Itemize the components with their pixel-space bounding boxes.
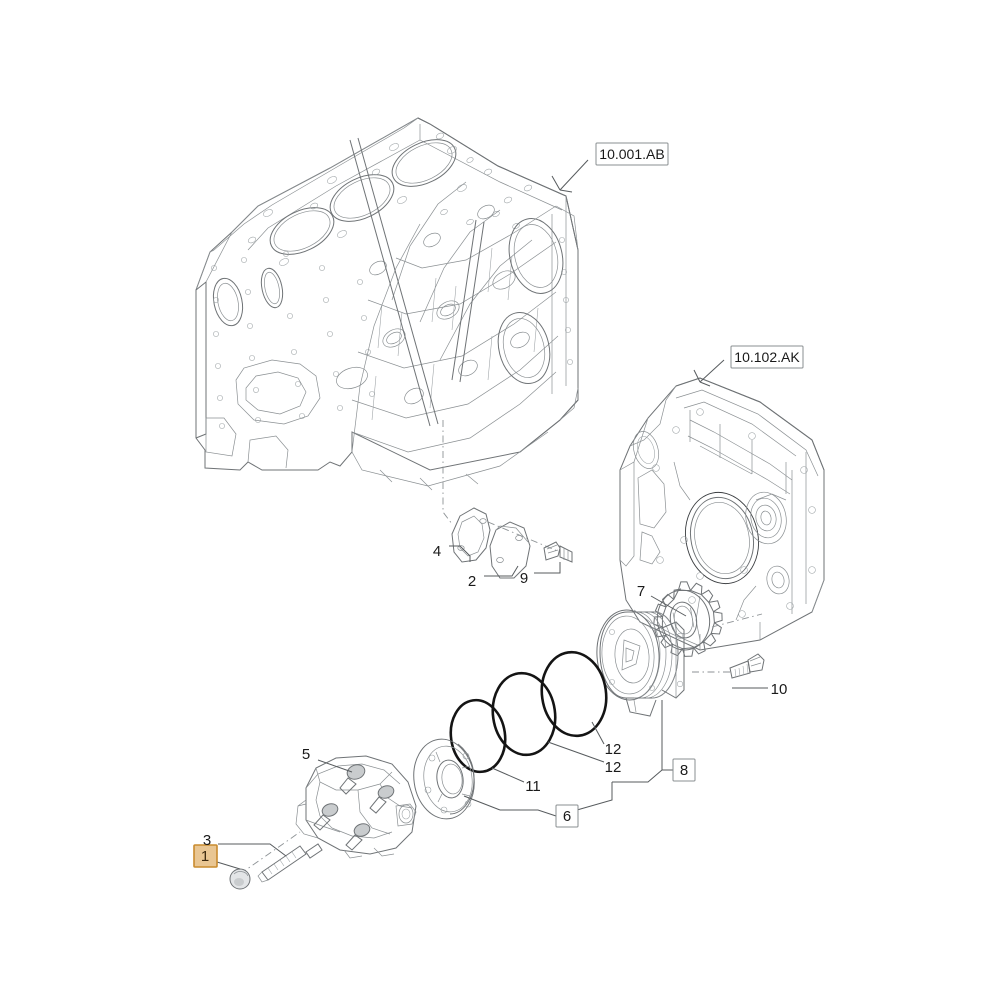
gasket	[451, 507, 491, 563]
o-ring-12b	[491, 671, 557, 757]
callout-2-text: 2	[468, 573, 476, 590]
group-box-8-text: 8	[680, 762, 688, 779]
callout-9-text: 9	[520, 570, 528, 587]
highlight-box-rect[interactable]	[193, 844, 218, 868]
leader-4b	[459, 545, 471, 562]
callout-5-text: 5	[302, 746, 310, 763]
ball-plug	[229, 868, 251, 890]
leader-10-001-ab	[559, 159, 589, 191]
leader-11	[491, 767, 525, 783]
reference-label-2-text: 10.102.AK	[734, 349, 800, 365]
leader-9	[534, 562, 561, 574]
pump-drive-hub	[596, 609, 685, 717]
reference-box-1[interactable]	[595, 142, 669, 166]
highlighted-item-1[interactable]: 1	[193, 844, 218, 868]
engine-block	[195, 117, 579, 491]
axis-pump-stud	[239, 831, 301, 875]
leader-flange-6	[463, 795, 501, 811]
o-ring-11	[449, 698, 507, 774]
group-box-6[interactable]: 6	[555, 804, 579, 828]
callout-12b-text: 12	[605, 759, 622, 776]
bracket-8-left	[612, 769, 663, 783]
bracket-6-left	[500, 809, 557, 817]
callout-11-text: 11	[525, 778, 541, 795]
reference-label-1-text: 10.001.AB	[599, 146, 664, 162]
injection-pump	[295, 755, 417, 859]
callout-4-text: 4	[433, 543, 441, 560]
callout-7-text: 7	[637, 583, 645, 600]
group-box-6-text: 6	[563, 808, 571, 825]
bolt-9	[543, 541, 573, 563]
leader-7	[650, 595, 687, 617]
arrowhead-10-001-ab	[551, 175, 573, 193]
cover-plate	[489, 521, 531, 579]
leader-12b	[547, 741, 605, 763]
leader-1	[216, 861, 241, 870]
o-ring-12a	[540, 650, 608, 738]
reference-label-10-102-ak[interactable]: 10.102.AK	[730, 345, 804, 369]
reference-label-10-001-ab[interactable]: 10.001.AB	[595, 142, 669, 166]
leader-10-102-ak	[699, 359, 725, 383]
leader-12a	[591, 721, 605, 745]
o-rings	[449, 650, 608, 774]
callout-10-text: 10	[771, 681, 788, 698]
group-box-8-rect[interactable]	[672, 758, 696, 782]
group-box-8[interactable]: 8	[672, 758, 696, 782]
highlight-box-text: 1	[201, 848, 209, 865]
axis-cover-bolt	[487, 521, 561, 553]
group-box-6-rect[interactable]	[555, 804, 579, 828]
callout-3-text: 3	[203, 832, 211, 849]
stud-screw	[257, 843, 323, 883]
callout-12a-text: 12	[605, 741, 622, 758]
leader-3	[218, 843, 287, 857]
reference-box-2[interactable]	[730, 345, 804, 369]
leader-5	[317, 759, 353, 773]
leader-2	[484, 565, 519, 577]
bolt-10	[729, 653, 765, 679]
arrowhead-10-102-ak	[693, 369, 711, 387]
mounting-flange	[413, 738, 475, 820]
